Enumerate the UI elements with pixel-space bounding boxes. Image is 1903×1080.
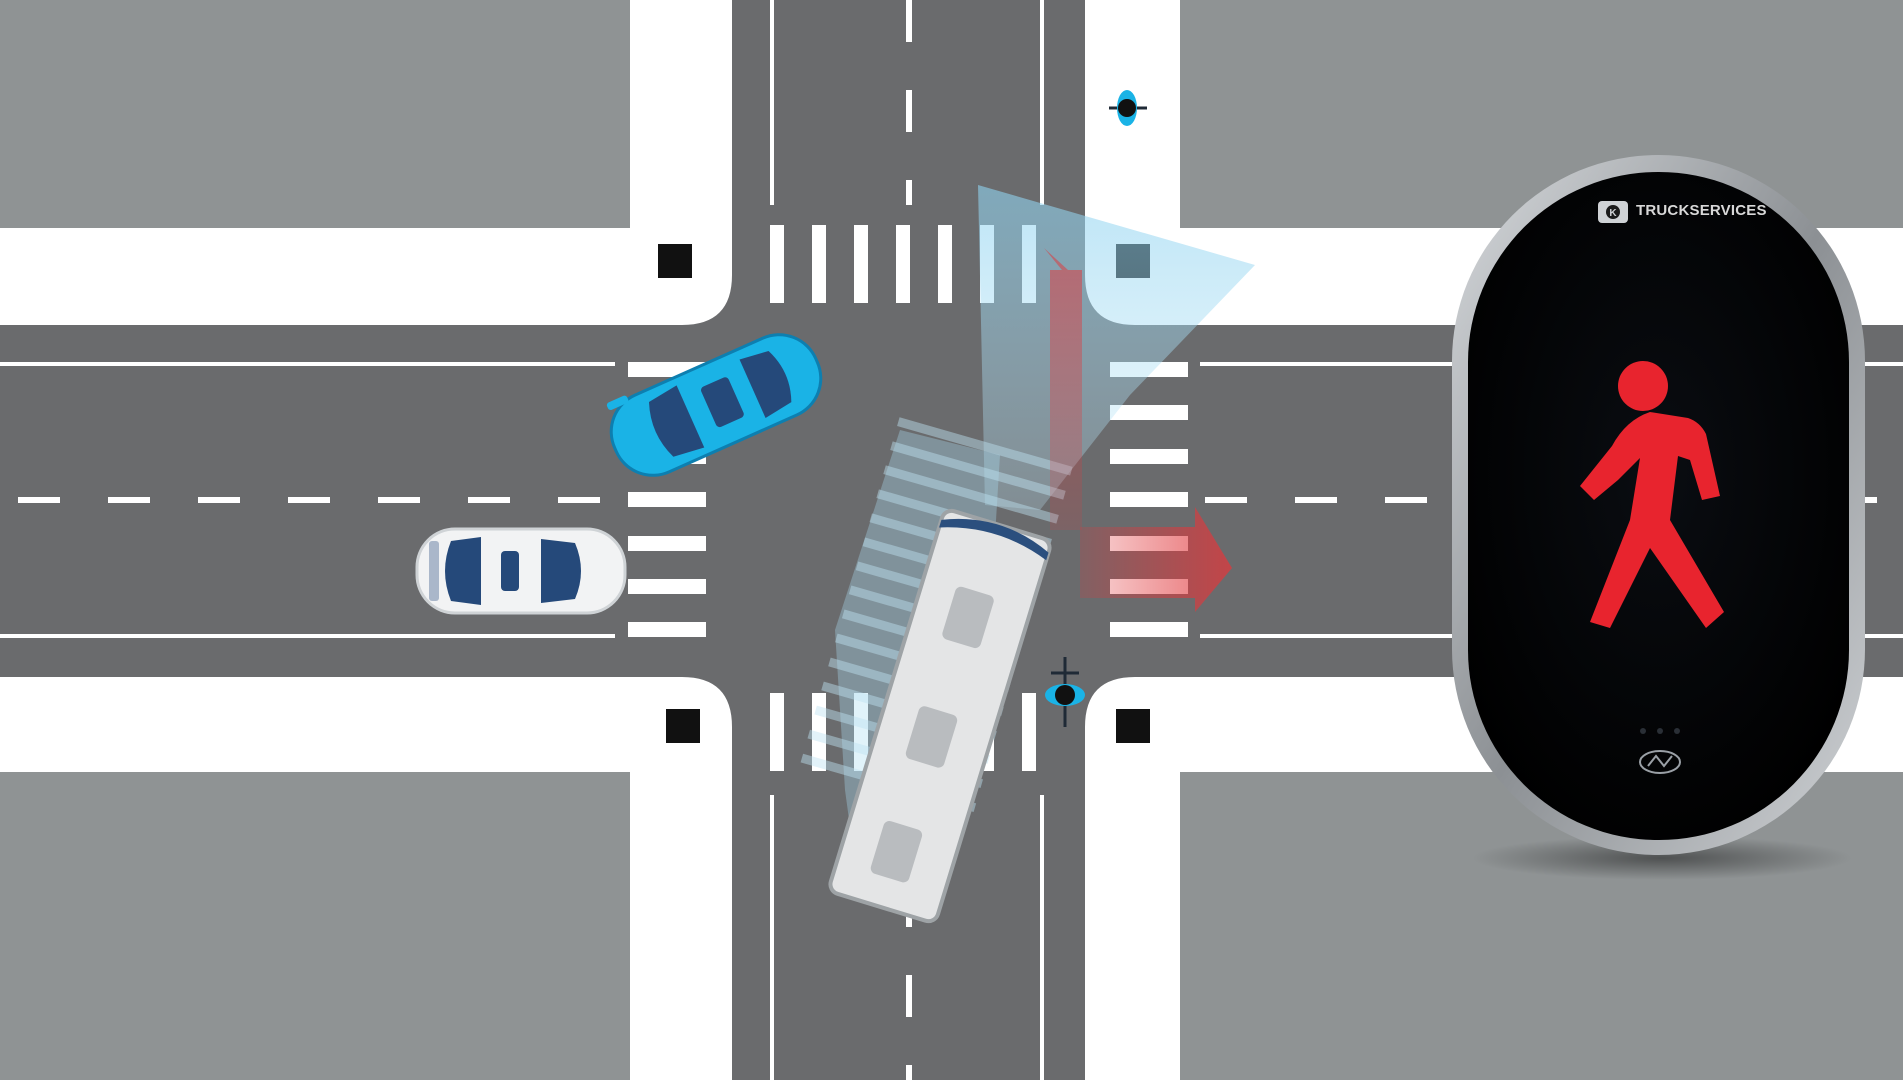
cyclist-near-bus (1045, 657, 1085, 727)
sensor-cone-front (978, 185, 1255, 510)
block-bottom-left (0, 772, 630, 1080)
device-sensor-logo (1639, 750, 1681, 774)
curb-sw (682, 677, 732, 727)
device-indicators (1640, 728, 1680, 734)
signal-post-se (1116, 709, 1150, 743)
block-top-left (0, 0, 630, 228)
blue-car (606, 333, 823, 477)
curb-nw (682, 275, 732, 325)
block-bottom-right (1180, 772, 1903, 1080)
arrow-straight-up (1044, 248, 1082, 530)
cyclist-top (1109, 90, 1147, 126)
device-shadow (1472, 836, 1852, 880)
brand-logo: K (1598, 201, 1628, 223)
motion-arrows (1044, 248, 1232, 612)
arrow-right-turn (1080, 507, 1232, 612)
curb-se (1085, 677, 1135, 727)
pedestrian-signal-device: K (1452, 155, 1865, 880)
signal-post-sw (666, 709, 700, 743)
white-car (415, 527, 627, 615)
brand-logo-mark: K (1609, 208, 1617, 219)
bus (828, 508, 1052, 924)
brand-label: TRUCKSERVICES (1636, 202, 1767, 219)
block-top-right (1180, 0, 1903, 228)
signal-post-nw (658, 244, 692, 278)
pedestrian-walking-icon (1580, 361, 1724, 628)
